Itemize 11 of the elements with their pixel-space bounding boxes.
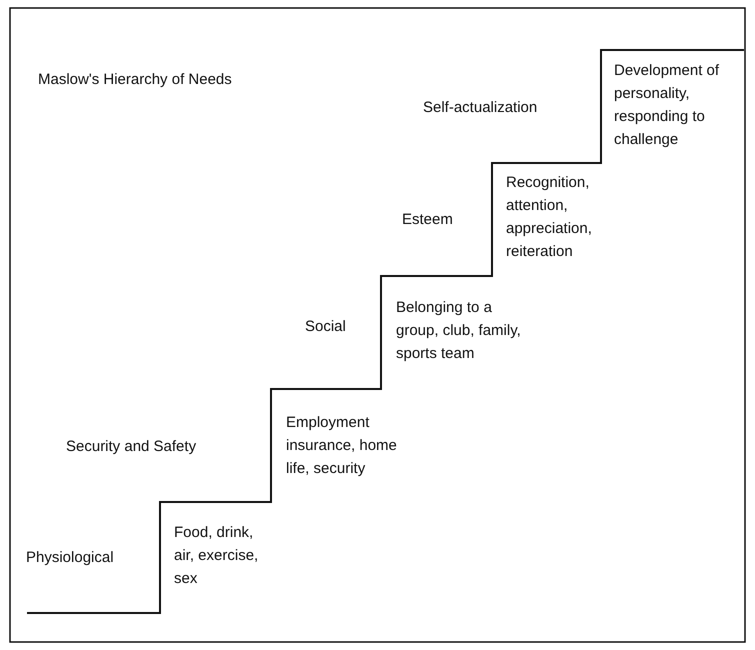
need-description: Employment insurance, home life, security xyxy=(286,413,398,479)
level-name: Security and Safety xyxy=(66,437,198,457)
level-name: Physiological xyxy=(26,548,115,568)
need-description: Development of personality, responding to challenge xyxy=(614,61,720,150)
level-name: Social xyxy=(305,317,347,337)
title: Maslow's Hierarchy of Needs xyxy=(38,70,232,90)
need-description: Belonging to a group, club, family, sports team xyxy=(396,298,522,364)
need-description: Food, drink, air, exercise, sex xyxy=(174,523,260,589)
level-name: Self-actualization xyxy=(423,98,538,118)
level-name: Esteem xyxy=(402,210,454,230)
need-description: Recognition, attention, appreciation, reiteration xyxy=(506,173,593,262)
